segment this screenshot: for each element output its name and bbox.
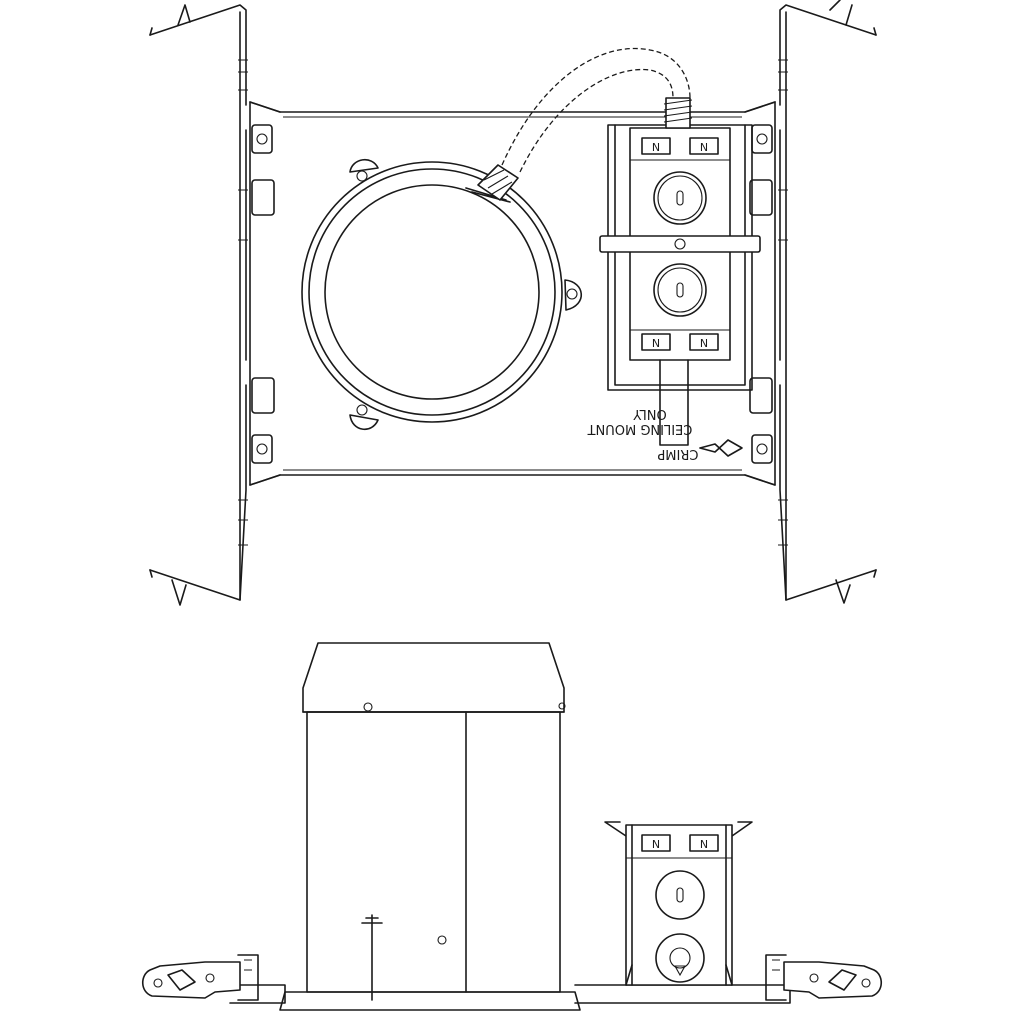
crimp-label: CRIMP: [657, 446, 698, 461]
right-brackets: [749, 124, 773, 464]
flexible-conduit-inner: [519, 68, 674, 173]
crimp-tool-icon: [699, 439, 743, 457]
terminal-mark: N: [700, 141, 708, 154]
terminal-tab: [641, 333, 671, 351]
knockout: [655, 933, 705, 983]
knockout: [655, 870, 705, 920]
can-housing: [302, 642, 566, 1001]
right-hanger-bracket: [765, 954, 883, 1001]
ceiling-mount-line1: ONLY: [633, 406, 666, 421]
left-brackets: [251, 124, 275, 464]
knockout: [653, 171, 707, 225]
terminal-mark: N: [652, 838, 660, 851]
mounting-plate: [249, 101, 776, 486]
flexible-conduit: [501, 48, 691, 166]
terminal-mark: N: [700, 838, 708, 851]
knockout: [653, 263, 707, 317]
left-hanger-bar: [149, 4, 248, 606]
conduit-connector: [465, 164, 519, 203]
ceiling-mount-line2: CEILING MOUNT: [588, 421, 693, 436]
terminal-tab: [641, 834, 671, 852]
adjustment-pin: [361, 914, 383, 1001]
plate-labels: ONLY CEILING MOUNT CRIMP: [588, 406, 743, 461]
terminal-mark: N: [652, 337, 660, 350]
trim-flange: [229, 984, 791, 1011]
side-view: N N: [141, 642, 883, 1011]
right-hanger-bar: [778, 0, 877, 604]
terminal-mark: N: [652, 141, 660, 154]
aperture-ring: [301, 159, 583, 430]
junction-box-side: N N: [604, 821, 753, 986]
left-hanger-bracket: [141, 954, 259, 1001]
junction-box: N N N N: [599, 97, 761, 446]
terminal-tab: [689, 333, 719, 351]
terminal-tab: [689, 137, 719, 155]
terminal-tab: [641, 137, 671, 155]
box-strap: [599, 235, 761, 253]
terminal-tab: [689, 834, 719, 852]
top-view: N N N N ONLY CEILING MOUNT CRIMP: [149, 0, 877, 606]
terminal-mark: N: [700, 337, 708, 350]
